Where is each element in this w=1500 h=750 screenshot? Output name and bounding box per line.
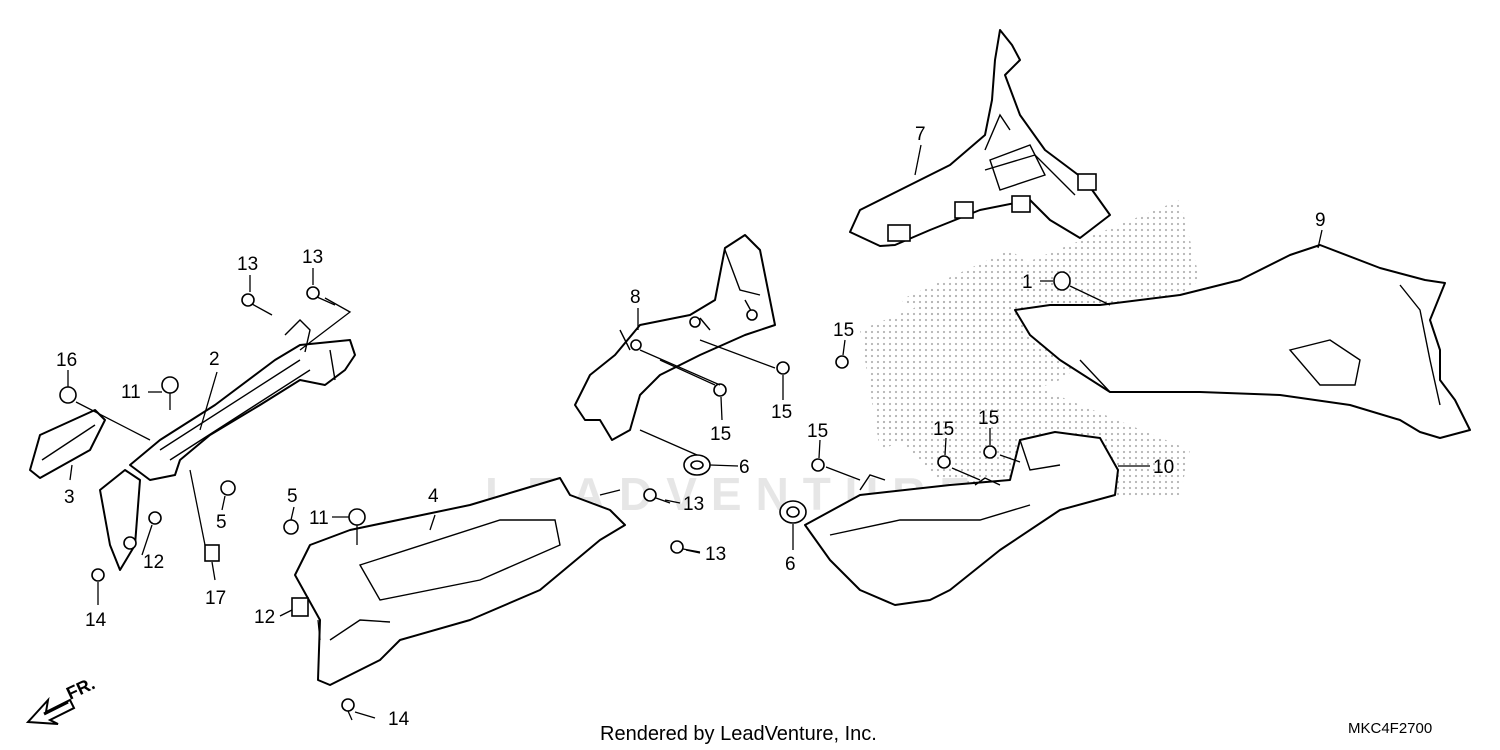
callout-14b: 14 <box>388 709 410 730</box>
callout-3: 3 <box>64 487 75 508</box>
callout-12b: 12 <box>254 607 275 628</box>
grommet-6a[interactable] <box>683 454 711 476</box>
part-7-upper-cover[interactable] <box>849 29 1111 247</box>
callout-13d: 13 <box>705 544 726 565</box>
grommet-1[interactable] <box>1053 271 1071 291</box>
callout-5b: 5 <box>287 486 298 507</box>
callout-1: 1 <box>1022 272 1033 293</box>
callout-15a: 15 <box>833 320 854 341</box>
callout-15c: 15 <box>710 424 731 445</box>
callout-13b: 13 <box>302 247 323 268</box>
callout-10: 10 <box>1153 457 1174 478</box>
part-9-side-cover[interactable] <box>1014 244 1471 439</box>
callout-15d: 15 <box>807 421 828 442</box>
part-4-lower-cover[interactable] <box>291 477 626 686</box>
callout-15e: 15 <box>933 419 954 440</box>
part-8-middle-cover[interactable] <box>574 234 776 441</box>
leader-lines <box>67 144 1323 719</box>
front-label: FR. <box>63 673 98 703</box>
grommet-6b[interactable] <box>779 500 807 524</box>
callout-16: 16 <box>56 350 77 371</box>
callout-2: 2 <box>209 349 220 370</box>
callout-13a: 13 <box>237 254 258 275</box>
callout-5a: 5 <box>216 512 227 533</box>
part-2-bracket[interactable] <box>129 319 356 481</box>
callout-9: 9 <box>1315 210 1326 231</box>
callout-4: 4 <box>428 486 439 507</box>
fasteners[interactable] <box>59 286 997 721</box>
callout-15f: 15 <box>978 408 999 429</box>
callout-6b: 6 <box>785 554 796 575</box>
part-3-trim[interactable] <box>29 409 141 571</box>
callout-6a: 6 <box>739 457 750 478</box>
front-arrow-icon <box>25 696 76 725</box>
callout-12a: 12 <box>143 552 164 573</box>
callout-11b: 11 <box>309 508 329 529</box>
credit-text: Rendered by LeadVenture, Inc. <box>600 723 877 745</box>
part-10-under-cover[interactable] <box>804 431 1119 606</box>
diagram-code: MKC4F2700 <box>1348 720 1432 737</box>
callout-17: 17 <box>205 588 226 609</box>
callout-8: 8 <box>630 287 641 308</box>
callout-11a: 11 <box>121 382 141 403</box>
callout-7: 7 <box>915 124 926 145</box>
callout-labels: 1 2 3 4 5 5 6 6 7 8 9 10 11 11 12 12 13 … <box>56 124 1326 730</box>
front-direction-indicator: FR. <box>25 673 98 725</box>
callout-13c: 13 <box>683 494 704 515</box>
callout-14a: 14 <box>85 610 107 631</box>
callout-15b: 15 <box>771 402 792 423</box>
